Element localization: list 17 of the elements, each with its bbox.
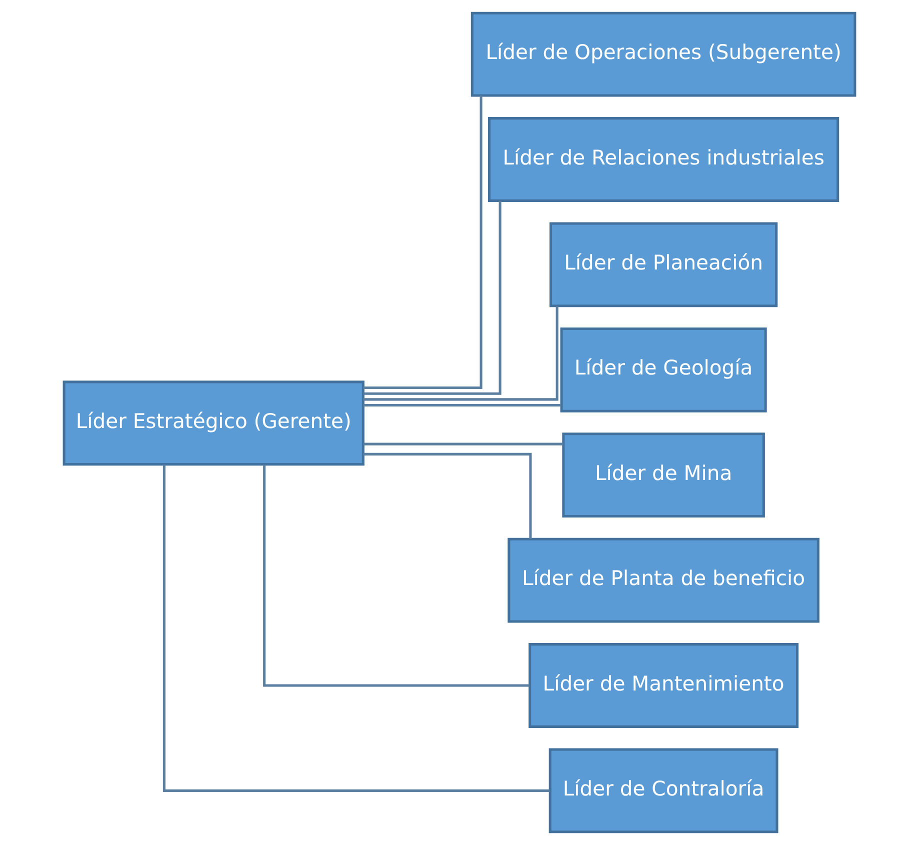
node-box: Líder de Geología: [560, 327, 767, 412]
node-box: Líder de Contraloría: [548, 748, 778, 834]
node-box: Líder Estratégico (Gerente): [62, 380, 364, 466]
connector: [263, 464, 530, 687]
node-box: Líder de Mantenimiento: [528, 643, 799, 728]
node-box: Líder de Mina: [562, 432, 765, 518]
node-box: Líder de Planeación: [549, 222, 778, 308]
node-box: Líder de Operaciones (Subgerente): [470, 12, 856, 97]
connector: [363, 404, 562, 407]
connector: [363, 452, 532, 539]
connector: [363, 442, 564, 446]
connector: [364, 200, 502, 395]
connector: [162, 464, 550, 792]
node-box: Líder de Planta de beneficio: [508, 538, 820, 623]
connector: [363, 306, 558, 401]
node-box: Líder de Relaciones industriales: [488, 117, 840, 202]
connector: [363, 96, 482, 390]
